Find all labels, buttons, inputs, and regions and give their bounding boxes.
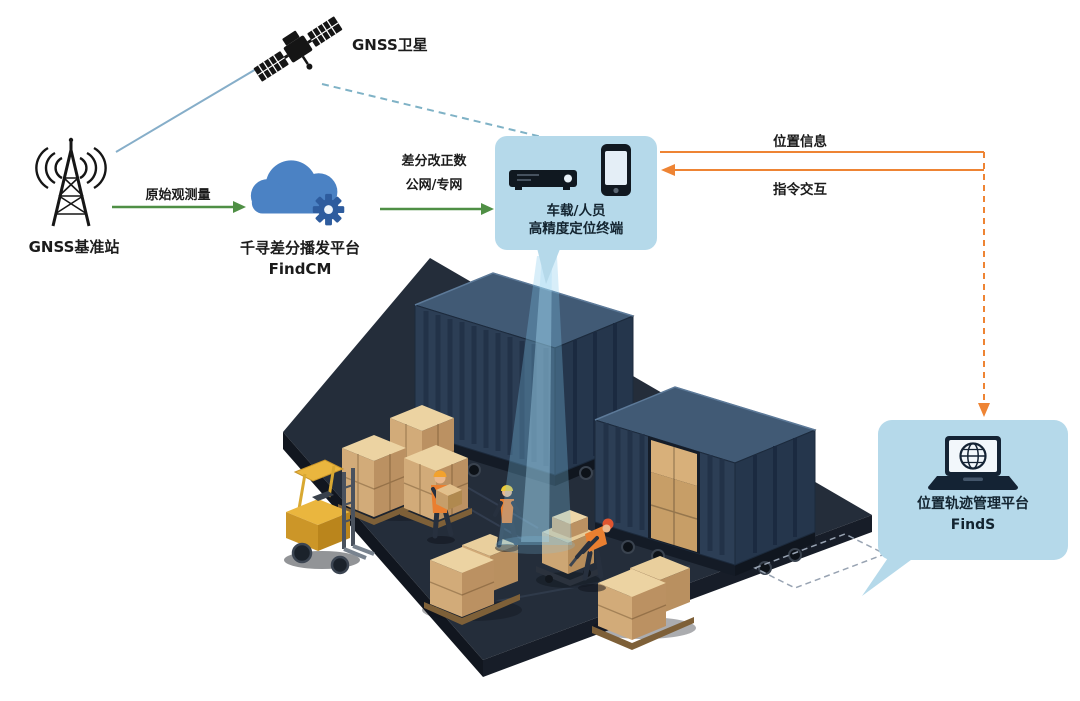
- corrections-arrowhead: [481, 203, 494, 215]
- hard-hat: [501, 485, 513, 491]
- command-exchange-arrowhead: [661, 164, 675, 176]
- container-ribs: [603, 423, 725, 555]
- container-ribs: [423, 311, 549, 466]
- terminal-label-line1: 车载/人员: [546, 203, 606, 219]
- carton-pallet-front-right: [592, 556, 694, 650]
- satellite-icon: [248, 4, 348, 94]
- forklift-forks: [343, 544, 375, 560]
- forklift: [286, 459, 375, 575]
- worker-carrying-box: [427, 470, 462, 544]
- cloud-gear-icon: [242, 136, 360, 236]
- finds-node: 位置轨迹管理平台 FindS: [878, 420, 1068, 560]
- globe-icon: [959, 442, 987, 470]
- base-station-label: GNSS基准站: [28, 238, 120, 256]
- raw-observation-label: 原始观测量: [145, 188, 211, 203]
- terminal-bubble-tail: [536, 244, 562, 284]
- gear-icon: [312, 193, 345, 226]
- command-exchange-label: 指令交互: [773, 182, 827, 198]
- satellite-to-base-line: [115, 61, 269, 153]
- smartphone-icon: [601, 144, 631, 196]
- position-info-label: 位置信息: [773, 134, 827, 150]
- terminal-node: 车载/人员 高精度定位终端: [495, 136, 657, 250]
- cloud-platform-label: 千寻差分播发平台 FindCM: [212, 238, 388, 280]
- vehicle-terminal-icon: [509, 144, 631, 196]
- cloud-platform-title: 千寻差分播发平台: [239, 239, 360, 257]
- radio-tower-icon: [26, 136, 116, 241]
- forklift-mast: [342, 468, 355, 549]
- pallet-stack: [338, 435, 410, 525]
- laptop-globe-icon: [928, 436, 1018, 490]
- terminal-label-line2: 高精度定位终端: [528, 221, 624, 237]
- satellite-to-terminal-dashed-line: [321, 83, 543, 138]
- workers: [427, 470, 614, 592]
- corrections-label: 差分改正数 公网/专网: [374, 150, 494, 198]
- shipping-container-front: [593, 386, 817, 576]
- warehouse-scene: [283, 258, 872, 677]
- worker-walking: [493, 485, 521, 552]
- container-open-door-cargo: [648, 436, 700, 554]
- satellite-label: GNSS卫星: [352, 36, 428, 54]
- worker-pushing-jack: [575, 518, 614, 592]
- cloud-platform-subtitle: FindCM: [268, 260, 332, 278]
- positioning-beam: [495, 256, 575, 554]
- raw-observation-arrowhead: [233, 201, 246, 213]
- hard-hat: [433, 470, 447, 477]
- connector-lines: [112, 61, 990, 417]
- corrections-label-line2: 公网/专网: [405, 178, 463, 193]
- finds-subtitle: FindS: [950, 517, 996, 533]
- position-info-arrowhead: [978, 403, 990, 417]
- corrections-label-line1: 差分改正数: [401, 154, 467, 169]
- carton-pallet-front-left: [424, 534, 520, 625]
- finds-title: 位置轨迹管理平台: [917, 496, 1029, 512]
- container-door-bars: [753, 438, 797, 553]
